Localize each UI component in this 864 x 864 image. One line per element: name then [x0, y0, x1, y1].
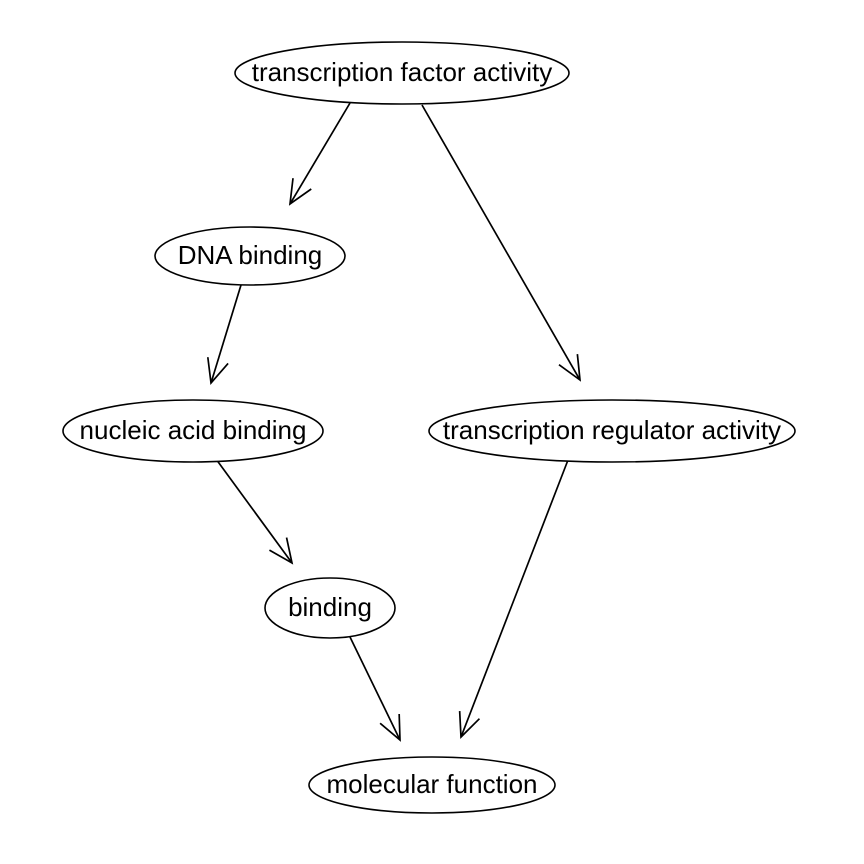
- node-ellipse[interactable]: [428, 399, 796, 463]
- edge-shaft: [210, 284, 242, 382]
- edge-shaft: [349, 636, 400, 739]
- edge-dna-binding-to-nucleic-acid-binding: [206, 284, 242, 385]
- node-molecular-function[interactable]: molecular function: [308, 756, 556, 814]
- node-label: DNA binding: [178, 240, 323, 270]
- arrowhead-icon: [288, 178, 312, 206]
- arrowhead-icon: [206, 357, 229, 385]
- arrowhead-icon: [379, 713, 401, 742]
- arrowhead-icon: [269, 537, 294, 565]
- edge-shaft: [460, 459, 569, 736]
- edge-shaft: [290, 102, 351, 203]
- node-transcription-factor-activity[interactable]: transcription factor activity: [234, 41, 570, 105]
- node-dna-binding[interactable]: DNA binding: [154, 226, 346, 286]
- node-label: transcription regulator activity: [443, 415, 781, 445]
- edge-shaft: [421, 104, 580, 379]
- edge-tfa-to-transcription-regulator-activity: [421, 104, 582, 382]
- node-nucleic-acid-binding[interactable]: nucleic acid binding: [62, 399, 324, 463]
- edges-layer: [206, 102, 582, 742]
- edge-tfa-to-dna-binding: [288, 102, 351, 206]
- arrowhead-icon: [558, 354, 582, 382]
- node-label: transcription factor activity: [252, 57, 553, 87]
- node-ellipse[interactable]: [308, 756, 556, 814]
- node-transcription-regulator-activity[interactable]: transcription regulator activity: [428, 399, 796, 463]
- edge-transcription-regulator-activity-to-molecular-function: [458, 459, 569, 739]
- edge-nucleic-acid-binding-to-binding: [215, 458, 294, 565]
- node-ellipse[interactable]: [234, 41, 570, 105]
- node-ellipse[interactable]: [62, 399, 324, 463]
- edge-shaft: [215, 458, 292, 562]
- node-binding[interactable]: binding: [264, 577, 396, 639]
- node-label: binding: [288, 592, 372, 622]
- edge-binding-to-molecular-function: [349, 636, 401, 742]
- node-ellipse[interactable]: [264, 577, 396, 639]
- node-label: molecular function: [327, 769, 538, 799]
- arrowhead-icon: [458, 710, 481, 739]
- node-label: nucleic acid binding: [80, 415, 307, 445]
- node-ellipse[interactable]: [154, 226, 346, 286]
